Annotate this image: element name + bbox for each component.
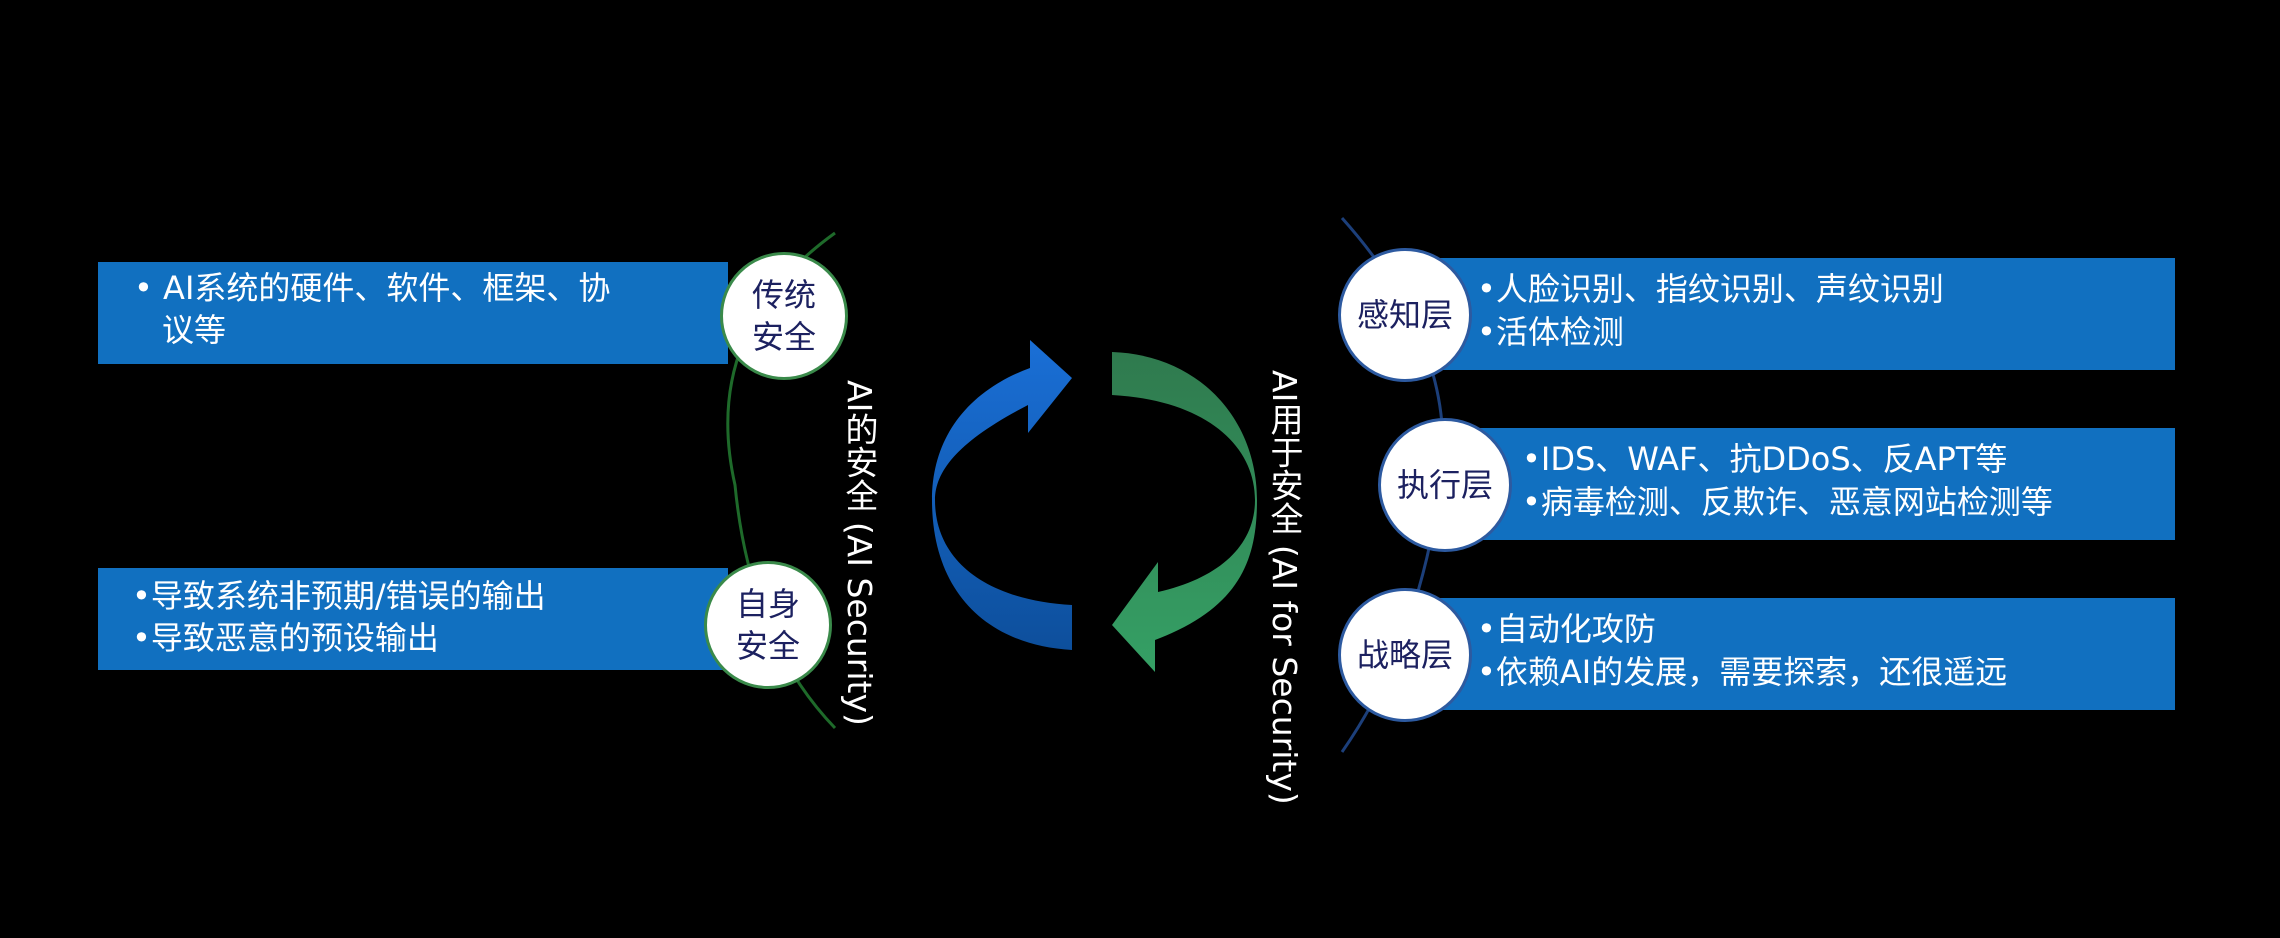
- green-cycle-arrow: [1112, 352, 1257, 672]
- right-caption-line1: AI用于安全: [1265, 370, 1304, 535]
- left-bar-traditional-line1: • AI系统的硬件、软件、框架、协: [134, 269, 611, 307]
- right-bar-perception-line1: •人脸识别、指纹识别、声纹识别: [1477, 270, 1944, 308]
- circle-strategy-label: 战略层: [1356, 636, 1453, 674]
- left-caption-line1: AI的安全: [840, 380, 879, 512]
- left-bar-self-line2: •导致恶意的预设输出: [132, 619, 439, 657]
- right-bar-perception-line2: •活体检测: [1477, 313, 1624, 351]
- left-bar-traditional-line2: 议等: [162, 311, 227, 349]
- right-caption: AI用于安全 (AI for Security): [1263, 370, 1305, 805]
- circle-execution-label: 执行层: [1396, 466, 1493, 504]
- left-bar-self-line1: •导致系统非预期/错误的输出: [132, 577, 546, 615]
- circle-self-line1: 自身: [735, 585, 800, 623]
- circle-traditional-line1: 传统: [751, 276, 816, 314]
- right-bar-execution-line2: •病毒检测、反欺诈、恶意网站检测等: [1522, 483, 2053, 521]
- circle-strategy-layer: 战略层: [1338, 588, 1472, 722]
- circle-perception-layer: 感知层: [1338, 248, 1472, 382]
- left-bar-self: •导致系统非预期/错误的输出 •导致恶意的预设输出: [98, 568, 728, 670]
- circle-execution-layer: 执行层: [1378, 418, 1512, 552]
- right-bar-execution-line1: •IDS、WAF、抗DDoS、反APT等: [1522, 440, 2008, 478]
- blue-cycle-arrow: [932, 340, 1072, 650]
- right-bar-strategy-line1: •自动化攻防: [1477, 610, 1656, 648]
- right-bar-strategy: •自动化攻防 •依赖AI的发展，需要探索，还很遥远: [1440, 598, 2175, 710]
- right-caption-line2: (AI for Security): [1265, 544, 1304, 805]
- left-bar-traditional: • AI系统的硬件、软件、框架、协 议等: [98, 262, 728, 364]
- circle-traditional-line2: 安全: [751, 318, 816, 356]
- left-caption: AI的安全 (AI Security): [838, 380, 880, 726]
- circle-perception-label: 感知层: [1356, 296, 1453, 334]
- left-caption-line2: (AI Security): [840, 521, 879, 726]
- right-bar-strategy-line2: •依赖AI的发展，需要探索，还很遥远: [1477, 653, 2008, 691]
- right-bar-perception: •人脸识别、指纹识别、声纹识别 •活体检测: [1440, 258, 2175, 370]
- right-bar-execution: •IDS、WAF、抗DDoS、反APT等 •病毒检测、反欺诈、恶意网站检测等: [1480, 428, 2175, 540]
- circle-traditional-security: 传统 安全: [720, 252, 848, 380]
- circle-self-security: 自身 安全: [704, 561, 832, 689]
- circle-self-line2: 安全: [735, 627, 800, 665]
